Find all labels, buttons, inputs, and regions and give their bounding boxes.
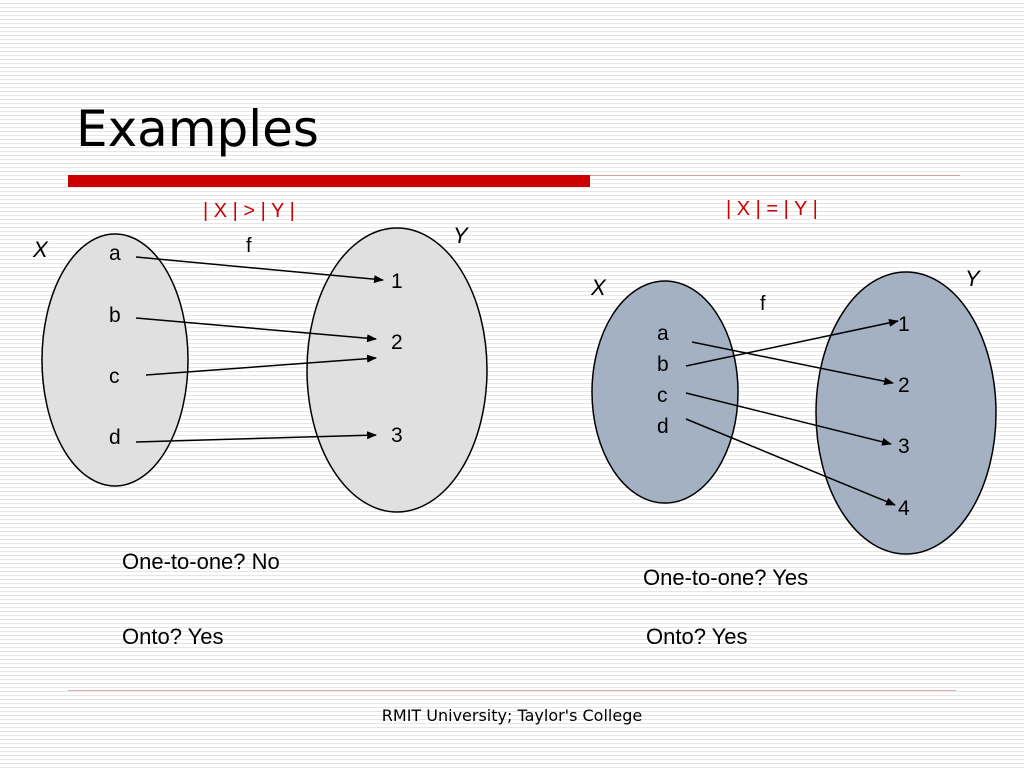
right-codomain-label: Y <box>965 266 981 291</box>
mapping-arrow <box>135 431 377 443</box>
mapping-arrow <box>135 317 377 343</box>
mapping-arrow <box>685 392 892 446</box>
left-example-heading: | X | > | Y | <box>203 200 295 222</box>
right-one-to-one-answer: One-to-one? Yes <box>643 565 809 590</box>
mapping-arrow <box>145 354 377 376</box>
left-one-to-one-answer: One-to-one? No <box>122 549 280 574</box>
right-domain-element: d <box>657 415 669 438</box>
left-domain-element: d <box>109 426 121 449</box>
left-codomain-set <box>306 227 488 513</box>
right-domain-element: b <box>657 353 669 376</box>
left-domain-element: a <box>109 242 121 265</box>
title-rule <box>590 175 960 176</box>
right-example-heading: | X | = | Y | <box>726 198 818 220</box>
right-domain-element: a <box>657 322 669 345</box>
right-onto-answer: Onto? Yes <box>646 624 748 649</box>
mapping-arrow <box>135 256 384 284</box>
right-function-label: f <box>760 293 766 315</box>
left-domain-element: b <box>109 304 121 327</box>
right-codomain-set <box>815 271 997 555</box>
left-example-diagram: X Y f a b c d 1 2 3 <box>32 223 488 513</box>
right-codomain-element: 3 <box>898 435 910 458</box>
left-codomain-element: 2 <box>391 331 403 354</box>
mapping-arrow <box>685 318 899 367</box>
left-function-label: f <box>246 235 252 257</box>
left-codomain-label: Y <box>453 223 469 248</box>
mapping-arrow <box>685 418 896 506</box>
right-codomain-element: 1 <box>898 313 910 336</box>
mapping-arrow <box>691 341 894 386</box>
left-codomain-element: 3 <box>391 424 403 447</box>
right-domain-set <box>591 280 739 504</box>
left-codomain-element: 1 <box>391 270 403 293</box>
slide-footer: RMIT University; Taylor's College <box>381 706 643 725</box>
footer-rule <box>68 690 956 691</box>
right-domain-element: c <box>657 384 668 407</box>
left-domain-element: c <box>109 365 120 388</box>
slide-title: Examples <box>76 100 319 158</box>
right-domain-label: X <box>590 275 607 300</box>
right-codomain-element: 2 <box>898 374 910 397</box>
right-codomain-element: 4 <box>898 497 910 520</box>
left-onto-answer: Onto? Yes <box>122 624 224 649</box>
title-accent-bar <box>68 175 590 187</box>
right-example-diagram: X Y f a b c d 1 2 3 4 <box>590 266 997 555</box>
left-domain-set <box>41 233 189 487</box>
left-domain-label: X <box>32 237 49 262</box>
